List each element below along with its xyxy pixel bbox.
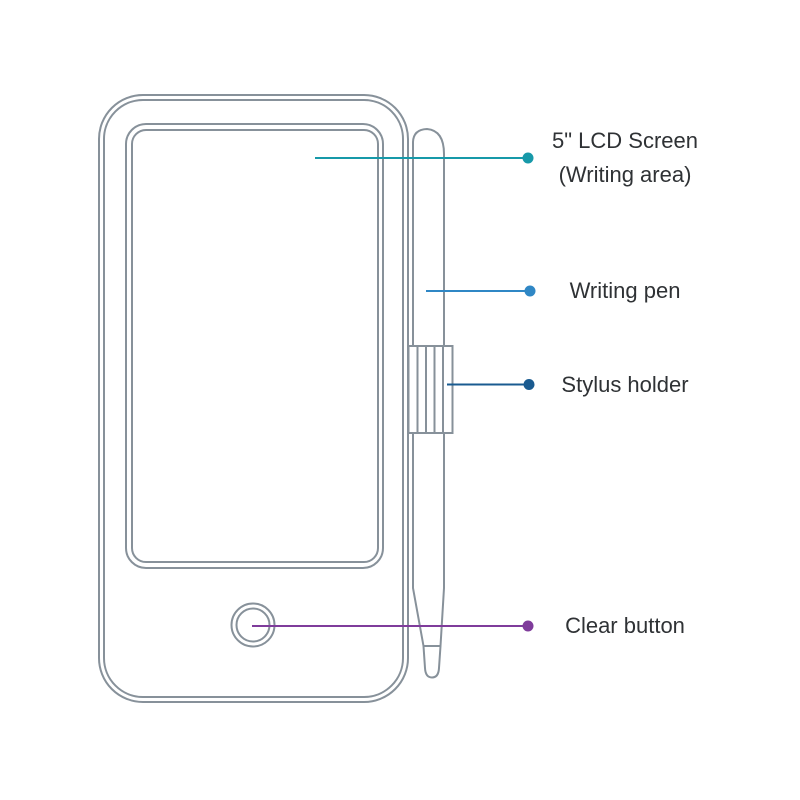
leader-dot-stylus-holder	[523, 379, 535, 390]
leader-dot-clear-button	[522, 620, 534, 632]
tablet-body-inner-outline	[103, 99, 404, 698]
lcd-screen-outer-outline	[125, 123, 384, 569]
label-lcd-screen-line2: (Writing area)	[558, 162, 692, 187]
label-clear-button: Clear button	[565, 613, 685, 638]
lcd-screen-inner-outline	[131, 129, 379, 563]
label-stylus-holder: Stylus holder	[561, 372, 689, 397]
stylus-holder-shape	[407, 345, 454, 434]
label-lcd-screen: 5" LCD Screen (Writing area)	[455, 124, 795, 192]
leader-dot-writing-pen	[524, 285, 536, 297]
leader-dot-lcd-screen	[522, 152, 534, 164]
label-lcd-screen-line1: 5" LCD Screen	[552, 128, 698, 153]
label-writing-pen: Writing pen	[569, 278, 681, 303]
